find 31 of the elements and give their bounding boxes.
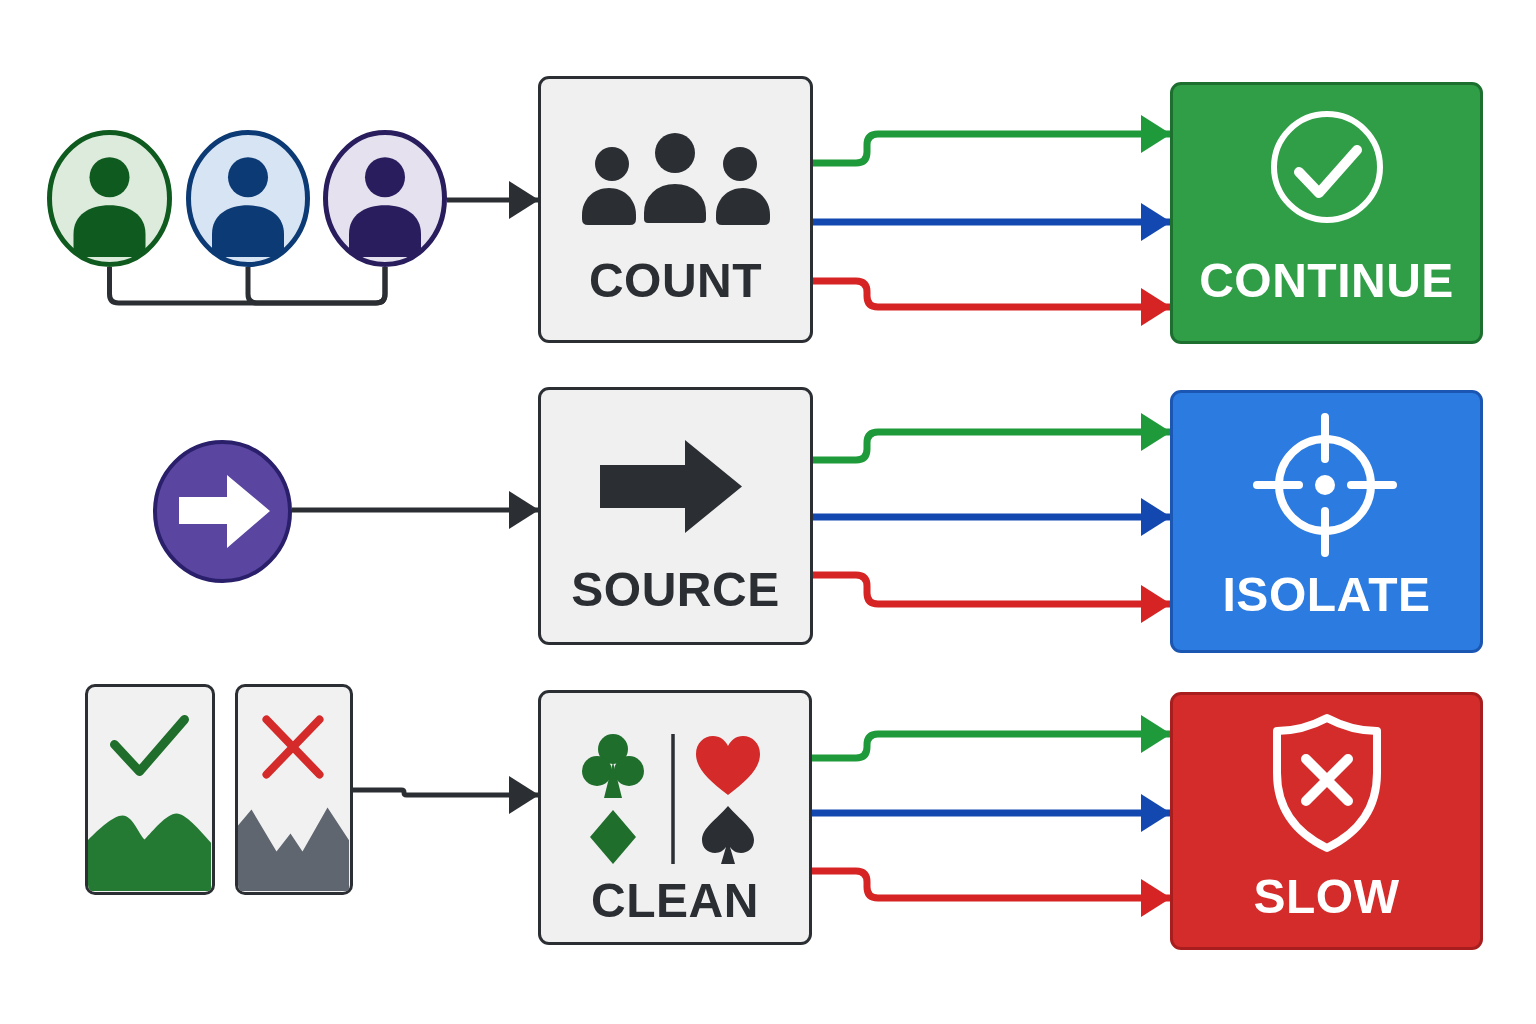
arrow	[353, 776, 539, 814]
outcome-box	[1170, 390, 1483, 653]
image-check-icon	[85, 684, 215, 895]
outcome-label: CONTINUE	[1199, 257, 1454, 305]
arrow	[813, 571, 1171, 623]
image-cross-icon	[235, 684, 353, 895]
outcome-label: ISOLATE	[1222, 571, 1431, 619]
arrow-circle-icon	[153, 440, 292, 583]
step-label: COUNT	[588, 257, 763, 305]
arrow	[447, 181, 539, 219]
arrow	[812, 867, 1171, 917]
outcome-label: SLOW	[1253, 873, 1400, 921]
arrow	[813, 277, 1171, 326]
arrow	[813, 203, 1171, 241]
person-avatar-icon	[323, 130, 447, 267]
person-avatar-icon	[186, 130, 310, 267]
outcome-box	[1170, 82, 1483, 344]
step-label: CLEAN	[591, 877, 759, 925]
arrow	[812, 794, 1171, 832]
process-box	[538, 387, 813, 645]
person-avatar-icon	[47, 130, 172, 267]
arrow	[813, 498, 1171, 536]
connector-line	[245, 267, 388, 306]
outcome-box	[1170, 692, 1483, 950]
arrow	[813, 115, 1171, 167]
process-box	[538, 76, 813, 343]
process-box	[538, 690, 812, 945]
arrow	[812, 715, 1171, 762]
arrow	[292, 491, 539, 529]
step-label: SOURCE	[571, 566, 780, 614]
arrow	[813, 413, 1171, 464]
